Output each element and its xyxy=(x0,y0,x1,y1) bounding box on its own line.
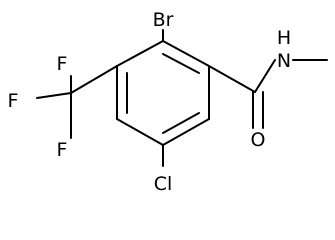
atom-label-f-top: F xyxy=(57,53,68,75)
ring-bond-c4-c5-inner xyxy=(162,112,200,134)
bond-c1-cf3 xyxy=(99,65,118,77)
atom-label-o: O xyxy=(251,129,266,151)
ring-bond-c2-c3 xyxy=(162,40,210,67)
atom-label-f-left: F xyxy=(8,90,19,112)
ring-bond-c2-c3-inner xyxy=(162,53,200,74)
ring-bond-c4-c5 xyxy=(162,118,210,146)
atom-labels: Br H N O Cl F F F xyxy=(8,9,292,195)
bond-cf3-f-left xyxy=(36,92,72,99)
ring-bond-c1-c2 xyxy=(116,40,164,67)
atom-label-cl: Cl xyxy=(154,173,173,195)
molecule-diagram: Br H N O Cl F F F xyxy=(8,9,328,195)
bond-c4-carbonyl xyxy=(208,65,256,93)
atom-label-n: N xyxy=(277,50,291,72)
bond-carbonyl-n xyxy=(254,59,276,93)
bonds xyxy=(36,29,328,167)
atom-label-nh-hydrogen: H xyxy=(277,27,291,49)
bond-cf3-c xyxy=(70,75,101,94)
ring-bond-c5-c6 xyxy=(116,118,164,146)
atom-label-f-bottom: F xyxy=(57,139,68,161)
atom-label-br: Br xyxy=(153,9,174,31)
structure-canvas: Br H N O Cl F F F xyxy=(7,9,328,195)
